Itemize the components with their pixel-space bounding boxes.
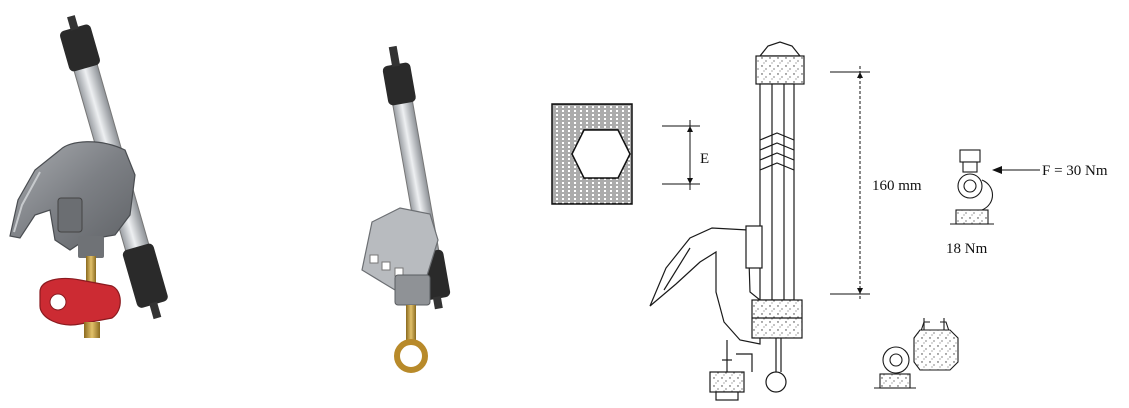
force-arrow-icon [992,166,1040,174]
length-label: 160 mm [872,178,922,194]
length-dimension-line [830,66,870,300]
dimension-e-line [662,120,700,190]
eye-bolt-detail-icon [874,318,959,389]
torque-label: 18 Nm [946,241,988,257]
clamp-with-red-knob-icon [9,15,168,338]
force-label: F = 30 Nm [1042,163,1108,179]
clamp-with-brass-eye-icon [361,45,451,373]
dimension-e-label: E [700,151,709,167]
torque-detail-icon [950,149,994,225]
hexagon-cross-section-icon [551,103,633,205]
clamp-technical-drawing-icon [649,41,805,401]
